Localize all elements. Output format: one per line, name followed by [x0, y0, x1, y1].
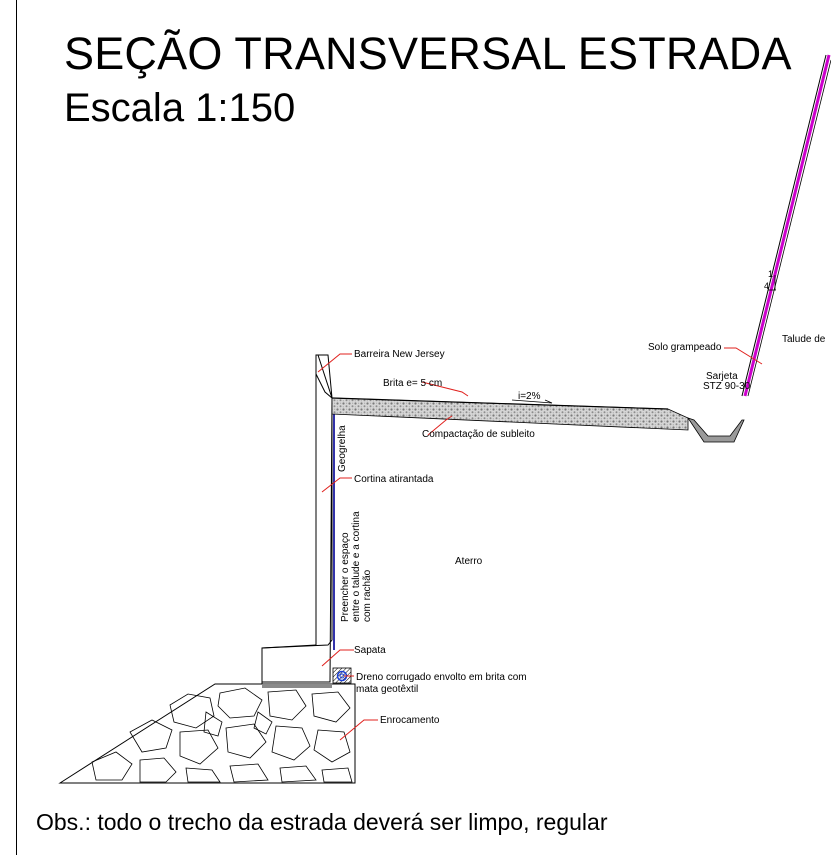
riprap [58, 683, 356, 784]
label-dreno-line2: mata geotêxtil [356, 684, 418, 695]
drawing-title: SEÇÃO TRANSVERSAL ESTRADA [64, 28, 792, 79]
ratio-top-label: 1 [768, 269, 773, 279]
label-brita: Brita e= 5 cm [383, 378, 442, 389]
label-enrocamento: Enrocamento [380, 715, 440, 726]
leaders [317, 347, 763, 741]
ratio-bottom-label: 4 [764, 281, 769, 291]
label-geogrelha: Geogrelha [337, 425, 348, 472]
label-sarjeta-type: STZ 90-30 [703, 381, 751, 392]
slope-arrow: i=2% [511, 391, 553, 404]
footer-note: Obs.: todo o trecho da estrada deverá se… [36, 809, 608, 835]
label-sarjeta: Sarjeta [706, 371, 738, 382]
label-aterro: Aterro [455, 556, 483, 567]
slope-label: i=2% [518, 391, 541, 402]
label-preencher-line2: entre o talude e a cortina [351, 511, 362, 622]
label-sapata: Sapata [354, 645, 386, 656]
soil-nail-slope [741, 54, 831, 397]
label-compactacao: Compactação de subleito [422, 429, 535, 440]
label-preencher-line1: Preencher o espaço [340, 532, 351, 622]
label-talude: Talude de [782, 334, 826, 345]
label-preencher-line3: com rachão [362, 569, 373, 622]
label-barreira: Barreira New Jersey [354, 349, 445, 360]
pavement-layer [331, 397, 689, 431]
label-solo-grampeado: Solo grampeado [648, 342, 722, 353]
slope-ratio: 1 4 [764, 269, 776, 291]
drawing-scale: Escala 1:150 [64, 86, 296, 130]
footing-base [262, 684, 332, 688]
label-dreno-line1: Dreno corrugado envolto em brita com [356, 672, 527, 683]
retaining-wall [261, 354, 333, 688]
label-cortina: Cortina atirantada [354, 474, 434, 485]
gutter [687, 417, 745, 443]
